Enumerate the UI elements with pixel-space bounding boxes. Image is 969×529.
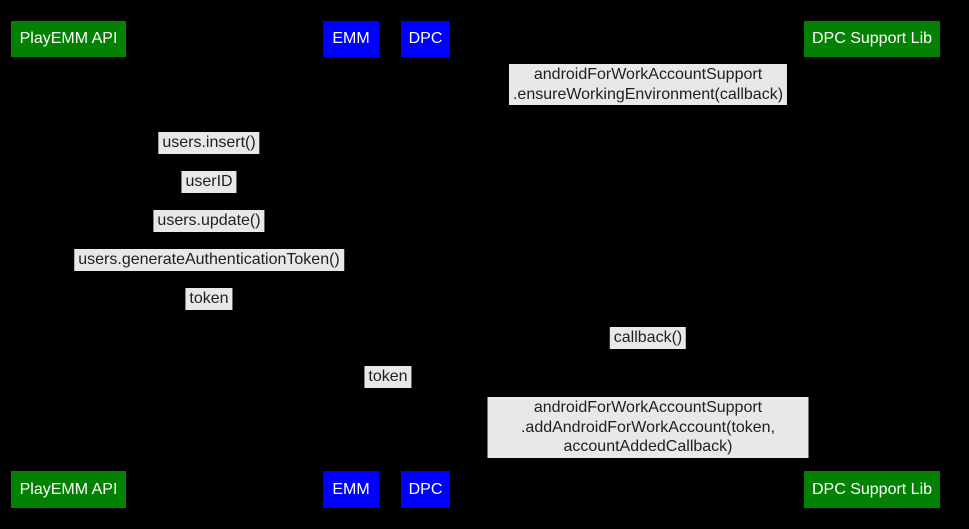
actor-dpc-top: DPC xyxy=(401,21,450,57)
actor-dpc-bottom: DPC xyxy=(401,471,450,508)
message-users-insert: users.insert() xyxy=(158,132,260,154)
message-token-return: token xyxy=(185,288,233,310)
actor-playemm-api-bottom: PlayEMM API xyxy=(11,471,126,508)
actor-emm-bottom: EMM xyxy=(323,471,379,508)
actor-playemm-api-top: PlayEMM API xyxy=(11,21,126,57)
message-ensure-working-environment: androidForWorkAccountSupport .ensureWork… xyxy=(508,64,788,105)
message-callback: callback() xyxy=(609,327,687,349)
message-generate-authentication-token: users.generateAuthenticationToken() xyxy=(74,249,344,271)
actor-dpc-support-lib-top: DPC Support Lib xyxy=(804,21,940,57)
actor-emm-top: EMM xyxy=(323,21,379,57)
lifeline-emm xyxy=(351,57,352,471)
message-token-forward: token xyxy=(364,366,412,388)
message-users-update: users.update() xyxy=(153,210,265,232)
message-userid: userID xyxy=(181,171,237,193)
lifeline-dpc-support-lib xyxy=(872,57,873,471)
lifeline-dpc xyxy=(425,57,426,471)
lifeline-playemm-api xyxy=(68,57,69,471)
message-add-android-for-work-account: androidForWorkAccountSupport .addAndroid… xyxy=(487,397,809,458)
actor-dpc-support-lib-bottom: DPC Support Lib xyxy=(804,471,940,508)
